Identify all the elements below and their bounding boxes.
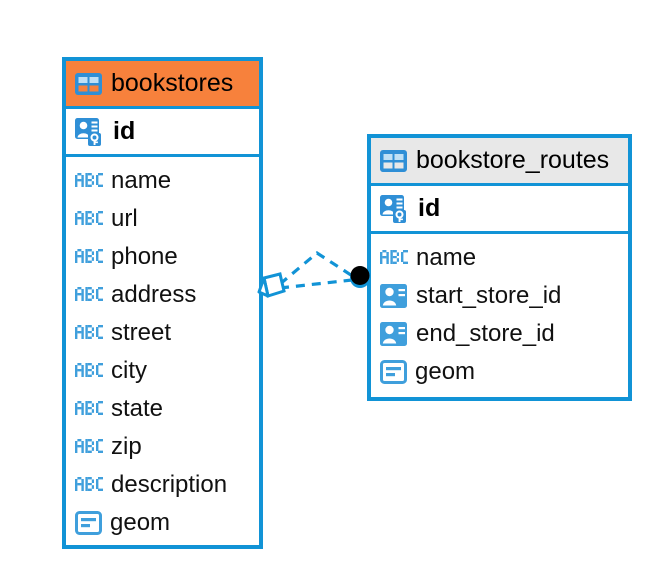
diamond-endpoint-icon — [257, 272, 286, 298]
field-label: name — [416, 244, 477, 271]
field-row[interactable]: description — [66, 466, 259, 504]
entity-field-list: name start_store_id — [371, 234, 628, 391]
primary-key-icon — [75, 117, 101, 146]
entity-field-list: name url — [66, 157, 259, 542]
table-grid-icon — [75, 72, 102, 95]
field-row[interactable]: geom — [371, 353, 628, 391]
geometry-icon — [75, 511, 102, 535]
foreign-key-icon — [380, 284, 407, 308]
field-label: phone — [111, 243, 178, 270]
relationship-line-straight — [279, 278, 353, 290]
foreign-key-icon — [380, 322, 407, 346]
entity-header-bookstore-routes[interactable]: bookstore_routes — [371, 138, 628, 186]
abc-text-icon — [75, 363, 103, 377]
field-label: zip — [111, 433, 142, 460]
abc-text-icon — [75, 287, 103, 301]
entity-header-bookstores[interactable]: bookstores — [66, 61, 259, 109]
field-label: city — [111, 357, 147, 384]
field-row[interactable]: geom — [66, 504, 259, 542]
abc-text-icon — [75, 249, 103, 263]
abc-text-icon — [75, 211, 103, 225]
entity-bookstores[interactable]: bookstores id — [62, 57, 263, 549]
field-label: state — [111, 395, 164, 422]
abc-text-icon — [380, 250, 408, 264]
field-row[interactable]: address — [66, 276, 259, 314]
field-row[interactable]: zip — [66, 428, 259, 466]
table-grid-icon — [380, 149, 407, 172]
field-label: street — [111, 319, 172, 346]
entity-bookstore-routes[interactable]: bookstore_routes id — [367, 134, 632, 401]
field-label: address — [111, 281, 197, 308]
geometry-icon — [380, 360, 407, 384]
entity-title: bookstore_routes — [416, 146, 610, 174]
field-row[interactable]: phone — [66, 238, 259, 276]
field-label: geom — [110, 509, 171, 536]
entity-primary-key-row[interactable]: id — [66, 109, 259, 157]
primary-key-label: id — [418, 194, 441, 222]
entity-title: bookstores — [111, 69, 234, 97]
field-row[interactable]: city — [66, 352, 259, 390]
abc-text-icon — [75, 325, 103, 339]
field-row[interactable]: start_store_id — [371, 277, 628, 315]
field-label: name — [111, 167, 172, 194]
abc-text-icon — [75, 401, 103, 415]
field-label: end_store_id — [416, 320, 555, 347]
field-row[interactable]: state — [66, 390, 259, 428]
field-row[interactable]: street — [66, 314, 259, 352]
field-label: start_store_id — [416, 282, 562, 309]
field-row[interactable]: end_store_id — [371, 315, 628, 353]
field-label: geom — [415, 358, 476, 385]
relationship-connector[interactable] — [250, 240, 390, 315]
field-label: description — [111, 471, 228, 498]
field-row[interactable]: name — [371, 239, 628, 277]
primary-key-icon — [380, 194, 406, 223]
relationship-line-arc — [278, 251, 355, 286]
field-row[interactable]: name — [66, 162, 259, 200]
abc-text-icon — [75, 439, 103, 453]
abc-text-icon — [75, 477, 103, 491]
field-label: url — [111, 205, 138, 232]
filled-circle-endpoint-icon — [350, 266, 370, 288]
primary-key-label: id — [113, 117, 136, 145]
abc-text-icon — [75, 173, 103, 187]
field-row[interactable]: url — [66, 200, 259, 238]
entity-primary-key-row[interactable]: id — [371, 186, 628, 234]
